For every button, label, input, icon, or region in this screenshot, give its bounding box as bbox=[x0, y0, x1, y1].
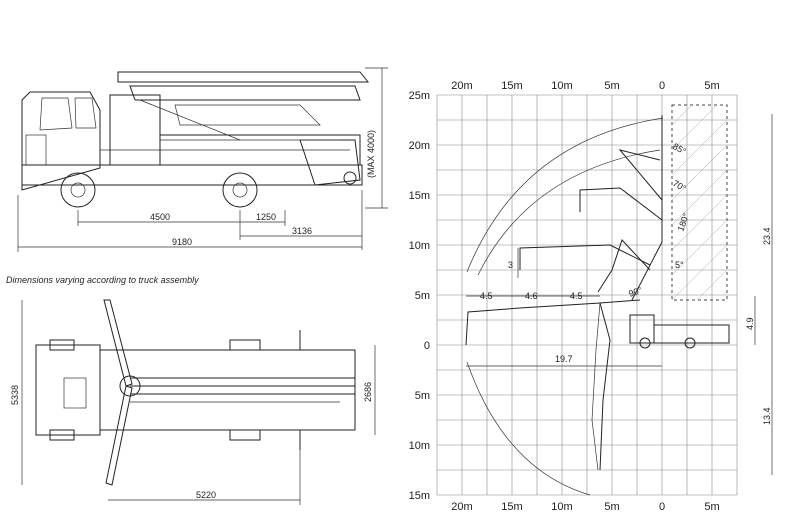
turret bbox=[109, 94, 161, 166]
front-outrigger-down bbox=[105, 385, 133, 486]
chart-wheel-1 bbox=[639, 337, 651, 349]
hopper bbox=[299, 139, 361, 186]
pump-body bbox=[159, 134, 361, 166]
x-tick-label-top: 10m bbox=[551, 80, 572, 92]
wheel-top-2 bbox=[49, 339, 75, 351]
cab-roof-hatch bbox=[63, 377, 87, 409]
x-tick-label-top: 15m bbox=[501, 80, 522, 92]
boom-horizontal bbox=[465, 299, 641, 346]
rear-wheel bbox=[222, 172, 258, 208]
reach-y-ticks: 25m 20m 15m 10m 5m 0 5m 10m 15m bbox=[409, 90, 430, 502]
headlight bbox=[25, 134, 47, 166]
length-label: 9180 bbox=[172, 237, 192, 247]
y-tick-label: 20m bbox=[409, 140, 430, 152]
folded-boom-2 bbox=[129, 85, 361, 101]
cab-top bbox=[35, 344, 101, 436]
y-tick-label: 10m bbox=[409, 240, 430, 252]
body-width-label: 2686 bbox=[363, 382, 373, 402]
height-label: (MAX 4000) bbox=[366, 130, 376, 178]
boom-position-3 bbox=[597, 239, 651, 293]
rear-axle-label: 1250 bbox=[256, 212, 276, 222]
working-range-arc-bottom bbox=[466, 361, 591, 496]
chart-wheel-2 bbox=[684, 337, 696, 349]
folded-boom-3 bbox=[174, 104, 321, 126]
wheel-top-1 bbox=[49, 429, 75, 441]
assembly-note: Dimensions varying according to truck as… bbox=[6, 275, 199, 285]
segment-dim-1: 4.5 bbox=[480, 291, 493, 301]
y-tick-label: 0 bbox=[424, 340, 430, 352]
x-tick-label-top: 5m bbox=[604, 80, 619, 92]
total-reach-label: 19.7 bbox=[555, 354, 573, 364]
base-height-label: 4.9 bbox=[745, 317, 755, 330]
hopper-valve bbox=[343, 171, 357, 185]
overhang-label: 3136 bbox=[292, 226, 312, 236]
x-tick-label-bottom: 5m bbox=[704, 501, 719, 513]
no-work-zone-hatch bbox=[671, 104, 728, 301]
rear-hub bbox=[232, 182, 248, 198]
wheel-top-4 bbox=[229, 339, 261, 351]
inner-arc bbox=[477, 149, 661, 276]
x-tick-label-bottom: 0 bbox=[659, 501, 665, 513]
y-tick-label: 15m bbox=[409, 190, 430, 202]
chassis-top bbox=[99, 349, 356, 431]
segment-dim-3: 4.5 bbox=[570, 291, 583, 301]
x-tick-label-bottom: 15m bbox=[501, 501, 522, 513]
cab-window bbox=[39, 97, 73, 131]
y-tick-label: 5m bbox=[415, 390, 430, 402]
angle-85: 85° bbox=[671, 141, 688, 157]
wheel-top-3 bbox=[229, 429, 261, 441]
boom-position-2 bbox=[579, 187, 663, 221]
angle-90: 90° bbox=[627, 285, 644, 299]
no-work-zone bbox=[671, 104, 728, 301]
x-tick-label-bottom: 20m bbox=[451, 501, 472, 513]
height-reach-label: 23.4 bbox=[762, 227, 772, 245]
boom-position-1 bbox=[618, 149, 663, 201]
boom-down bbox=[599, 302, 611, 471]
chassis bbox=[21, 164, 363, 186]
y-tick-label: 15m bbox=[409, 490, 430, 502]
y-tick-label: 5m bbox=[415, 290, 430, 302]
angle-180: 180° bbox=[675, 211, 691, 232]
side-view: (MAX 4000) 4500 1250 3136 9180 bbox=[17, 67, 388, 252]
boom-position-4 bbox=[519, 244, 651, 270]
front-outrigger-up bbox=[103, 299, 133, 387]
reach-grid bbox=[436, 94, 738, 496]
reach-x-ticks: 20m 15m 10m 5m 0 5m bbox=[451, 80, 719, 92]
cab-window-rear bbox=[74, 97, 97, 129]
reach-x-ticks-bottom: 20m 15m 10m 5m 0 5m bbox=[451, 501, 719, 513]
x-tick-label-top: 20m bbox=[451, 80, 472, 92]
boom-vertical bbox=[631, 115, 663, 301]
front-wheel bbox=[60, 172, 96, 208]
outrigger-label: 5220 bbox=[196, 490, 216, 500]
y-tick-label: 25m bbox=[409, 90, 430, 102]
depth-label: 13.4 bbox=[762, 407, 772, 425]
width-label: 5338 bbox=[10, 385, 20, 405]
working-range-arc-top bbox=[466, 117, 664, 273]
wheelbase-label: 4500 bbox=[150, 212, 170, 222]
end-hose-label: 3 bbox=[508, 260, 513, 270]
boom-down-2 bbox=[591, 302, 601, 471]
reach-chart: 20m 15m 10m 5m 0 5m 20m 15m 10m 5m 0 5m 25m 20m 15m 1… bbox=[409, 80, 773, 513]
chart-truck-body bbox=[653, 324, 730, 344]
cab-outline bbox=[21, 91, 101, 191]
angle-70: 70° bbox=[671, 178, 688, 194]
x-tick-label-bottom: 5m bbox=[604, 501, 619, 513]
y-tick-label: 10m bbox=[409, 440, 430, 452]
front-hub bbox=[70, 182, 86, 198]
segment-dim-2: 4.6 bbox=[525, 291, 538, 301]
boom-cylinder bbox=[139, 99, 241, 141]
folded-boom-1 bbox=[117, 71, 370, 83]
x-tick-label-top: 0 bbox=[659, 80, 665, 92]
x-tick-label-bottom: 10m bbox=[551, 501, 572, 513]
angle-5: 5° bbox=[675, 260, 684, 270]
x-tick-label-top: 5m bbox=[704, 80, 719, 92]
top-view: 5338 2686 5220 bbox=[10, 299, 376, 505]
